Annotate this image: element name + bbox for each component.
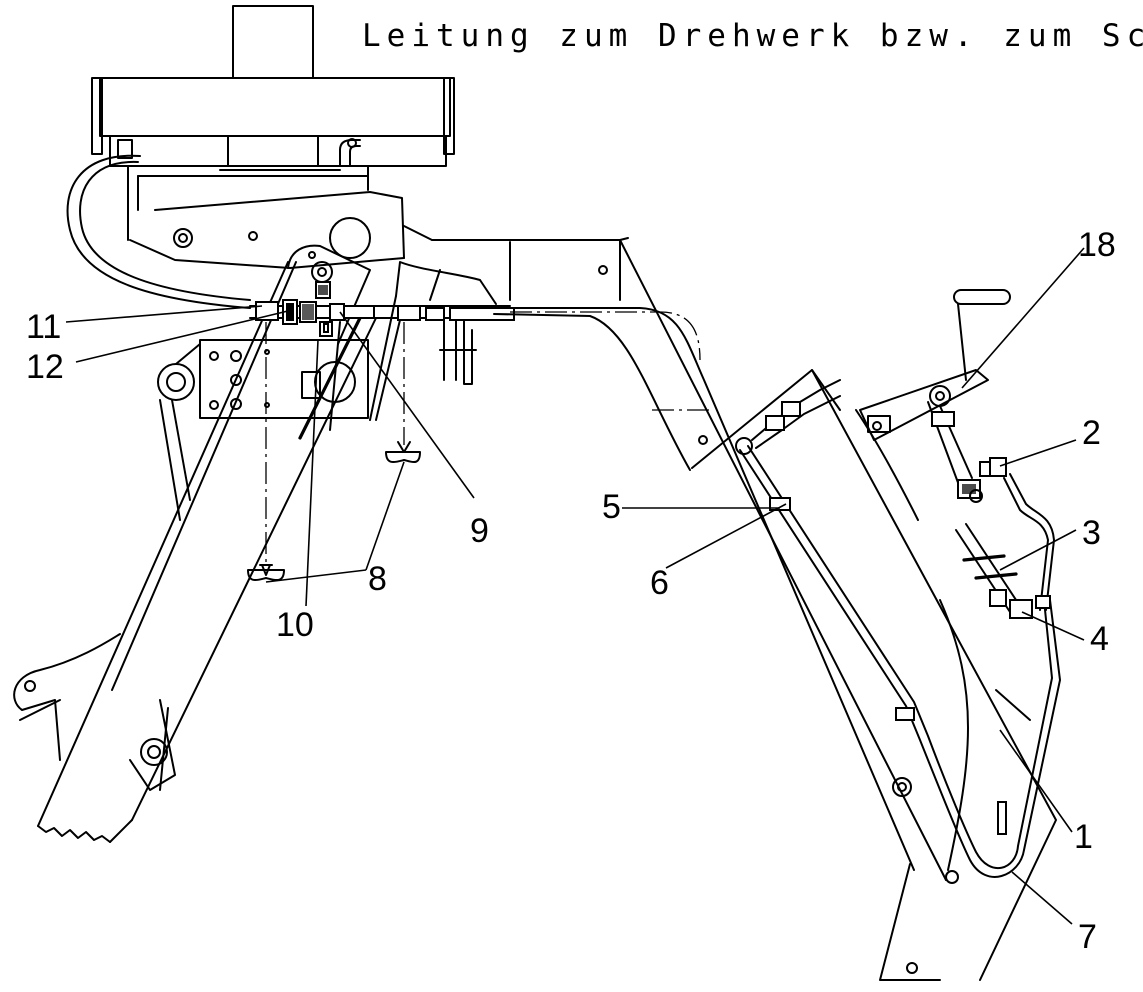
- callout-5: 5: [602, 488, 621, 526]
- callout-8: 8: [368, 560, 387, 598]
- drawing-caption: Leitung zum Drehwerk bzw. zum Schlepp: [362, 18, 1143, 54]
- callout-numbers: 11 12 10 8 9 5 6 18 2 3 4 1 7: [26, 226, 1116, 956]
- hydraulic-line-top: [249, 261, 515, 431]
- hose-line-main: [735, 379, 1061, 878]
- callout-12: 12: [26, 348, 64, 386]
- callout-6: 6: [650, 564, 669, 602]
- callout-2: 2: [1082, 414, 1101, 452]
- callout-7: 7: [1078, 918, 1097, 956]
- callout-10: 10: [276, 606, 314, 644]
- cylinder-bracket: [157, 339, 369, 419]
- hose-clamps: [247, 451, 421, 582]
- callout-18: 18: [1078, 226, 1116, 264]
- callout-11: 11: [26, 308, 61, 346]
- leader-lines: [65, 247, 1085, 925]
- callout-3: 3: [1082, 514, 1101, 552]
- slewing-head: [91, 5, 455, 241]
- callout-1: 1: [1074, 818, 1093, 856]
- valve-assembly: [955, 523, 1033, 619]
- hose-loop: [66, 154, 251, 309]
- central-arm: [493, 239, 947, 881]
- upper-link: [129, 191, 629, 301]
- callout-4: 4: [1090, 620, 1109, 658]
- handle-bracket: [859, 289, 1055, 611]
- swing-arm: [691, 369, 1057, 981]
- callout-9: 9: [470, 512, 489, 550]
